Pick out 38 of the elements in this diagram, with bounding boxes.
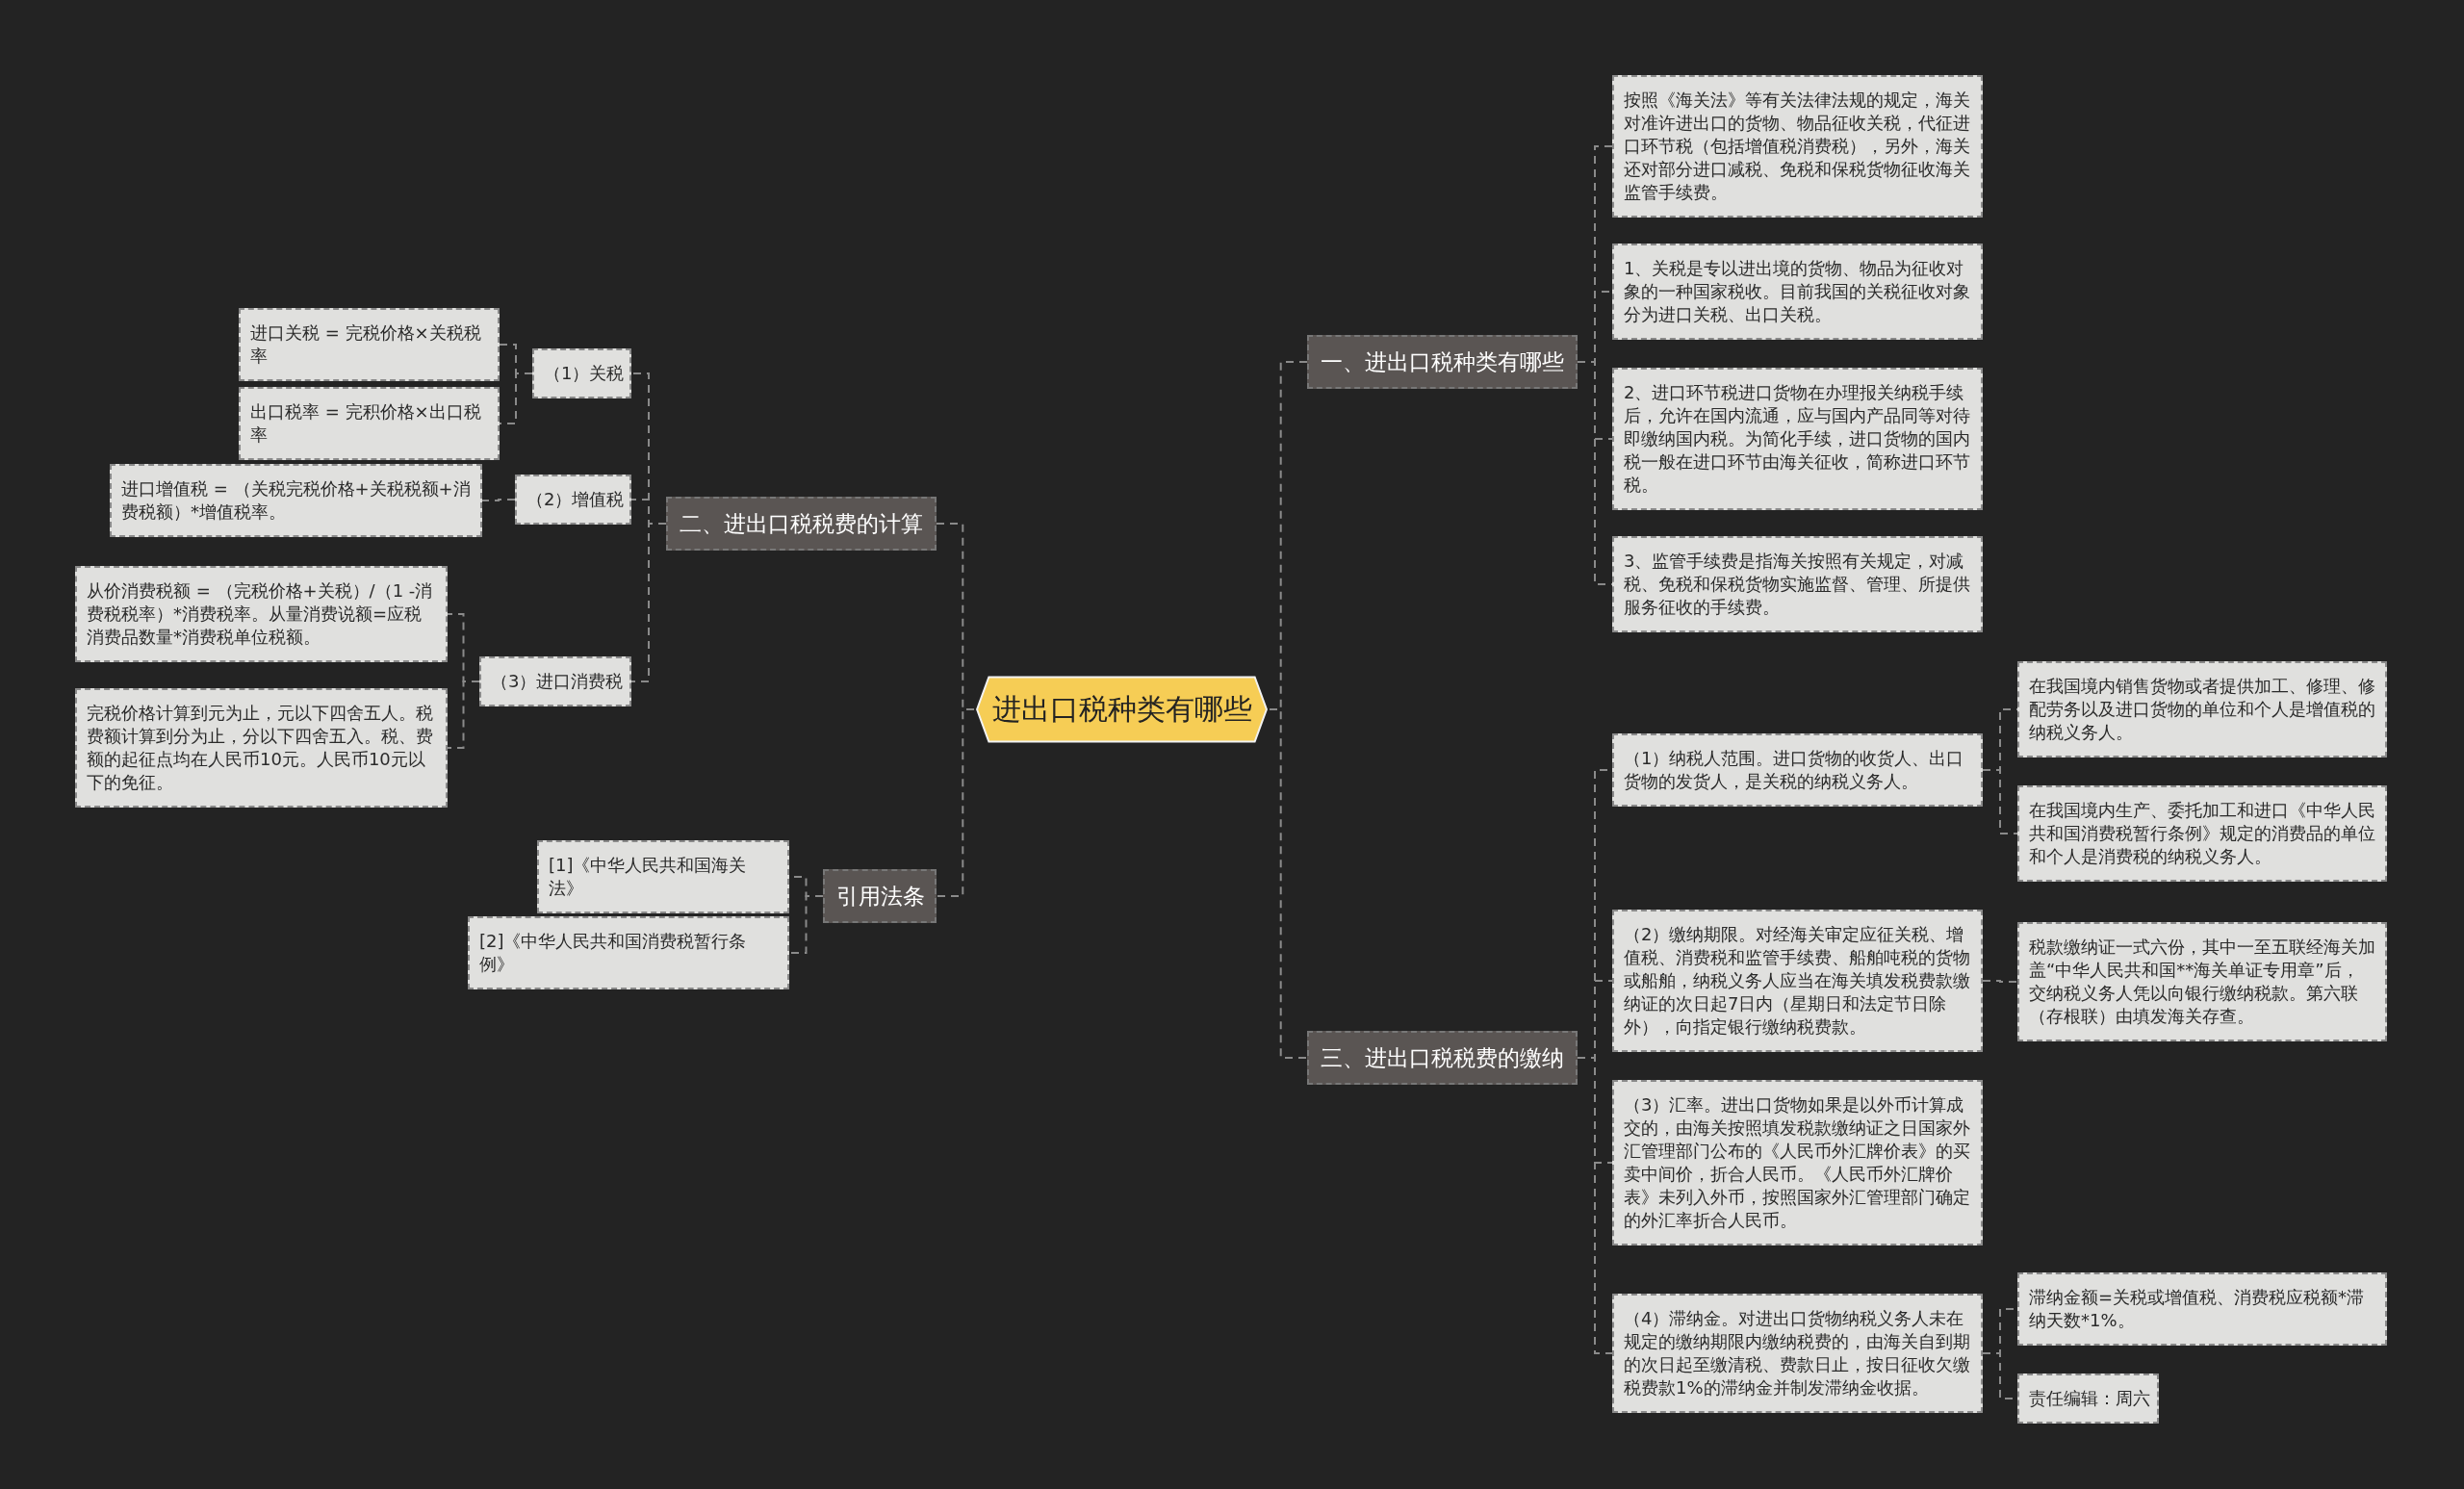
connector-line [447, 680, 480, 749]
note-box: （1）纳税人范围。进口货物的收货人、出口货物的发货人，是关税的纳税义务人。 [1612, 733, 1983, 807]
note-box: 完税价格计算到元为止，元以下四舍五人。税费额计算到分为止，分以下四舍五入。税、费额的起征点均在人民币10元。人民币10元以下的免征。 [75, 688, 448, 808]
note-box: 滞纳金额=关税或增值税、消费税应税额*滞纳天数*1%。 [2017, 1272, 2387, 1346]
note-box: [1]《中华人民共和国海关法》 [537, 840, 789, 913]
central-topic: 进出口税种类有哪些 [974, 676, 1270, 743]
topic-box: 三、进出口税税费的缴纳 [1307, 1031, 1578, 1085]
connector-line [1577, 1057, 1613, 1354]
connector-line [936, 708, 975, 897]
note-box: 在我国境内销售货物或者提供加工、修理、修配劳务以及进口货物的单位和个人是增值税的纳税义务人。 [2017, 661, 2387, 757]
note-box: （4）滞纳金。对进出口货物纳税义务人未在规定的缴纳期限内缴纳税费的，由海关自到期的次日起至缴清税、费款日止，按日征收欠缴税费款1%的滞纳金并制发滞纳金收据。 [1612, 1294, 1983, 1413]
note-box: 进口增值税 = （关税完税价格+关税税额+消费税额）*增值税率。 [110, 464, 482, 537]
note-box: 责任编辑：周六 [2017, 1373, 2159, 1424]
connector-line [1269, 708, 1308, 1059]
connector-line [630, 523, 667, 682]
topic-box: 二、进出口税税费的计算 [666, 497, 937, 551]
topic-box: 引用法条 [823, 869, 937, 923]
note-box: （1）关税 [532, 348, 631, 398]
note-box: 3、监管手续费是指海关按照有关规定，对减税、免税和保税货物实施监督、管理、所提供服务征收的手续费。 [1612, 536, 1983, 632]
note-box: （3）进口消费税 [479, 656, 631, 706]
note-box: 税款缴纳证一式六份，其中一至五联经海关加盖“中华人民共和国**海关单证专用章”后，交纳税义务人凭以向银行缴纳税款。第六联（存根联）由填发海关存查。 [2017, 922, 2387, 1041]
note-box: 1、关税是专以进出境的货物、物品为征收对象的一种国家税收。目前我国的关税征收对象分为进口关税、出口关税。 [1612, 244, 1983, 340]
note-box: [2]《中华人民共和国消费税暂行条例》 [468, 916, 789, 989]
note-box: 从价消费税额 = （完税价格+关税）/（1 -消费税税率）*消费税率。从量消费说额=应税消费品数量*消费税单位税额。 [75, 566, 448, 662]
connector-line [1982, 980, 2018, 983]
connector-line [788, 895, 824, 954]
note-box: 在我国境内生产、委托加工和进口《中华人民共和国消费税暂行条例》规定的消费品的单位和个人是消费税的纳税义务人。 [2017, 785, 2387, 882]
note-box: 进口关税 = 完税价格×关税税率 [239, 308, 500, 381]
note-box: 出口税率 = 完积价格×出口税率 [239, 387, 500, 460]
connector-line [481, 499, 516, 501]
topic-box: 一、进出口税种类有哪些 [1307, 335, 1578, 389]
connector-line [1982, 769, 2018, 834]
note-box: 2、进口环节税进口货物在办理报关纳税手续后，允许在国内流通，应与国内产品同等对待即缴纳国内税。为简化手续，进口货物的国内税一般在进口环节由海关征收，简称进口环节税。 [1612, 368, 1983, 510]
connector-line [499, 372, 533, 424]
note-box: 按照《海关法》等有关法律法规的规定，海关对准许进出口的货物、物品征收关税，代征进口环节税（包括增值税消费税），另外，海关还对部分进口减税、免税和保税货物征收海关监管手续费。 [1612, 75, 1983, 218]
note-box: （3）汇率。进出口货物如果是以外币计算成交的，由海关按照填发税款缴纳证之日国家外汇管理部门公布的《人民币外汇牌价表》的买卖中间价，折合人民币。《人民币外汇牌价表》未列入外币，按照国家外汇管理部门确定的外汇率折合人民币。 [1612, 1080, 1983, 1245]
note-box: （2）增值税 [515, 475, 631, 525]
note-box: （2）缴纳期限。对经海关审定应征关税、增值税、消费税和监管手续费、船舶吨税的货物或船舶，纳税义务人应当在海关填发税费款缴纳证的次日起7日内（星期日和法定节日除外），向指定银行缴纳税费款。 [1612, 910, 1983, 1052]
